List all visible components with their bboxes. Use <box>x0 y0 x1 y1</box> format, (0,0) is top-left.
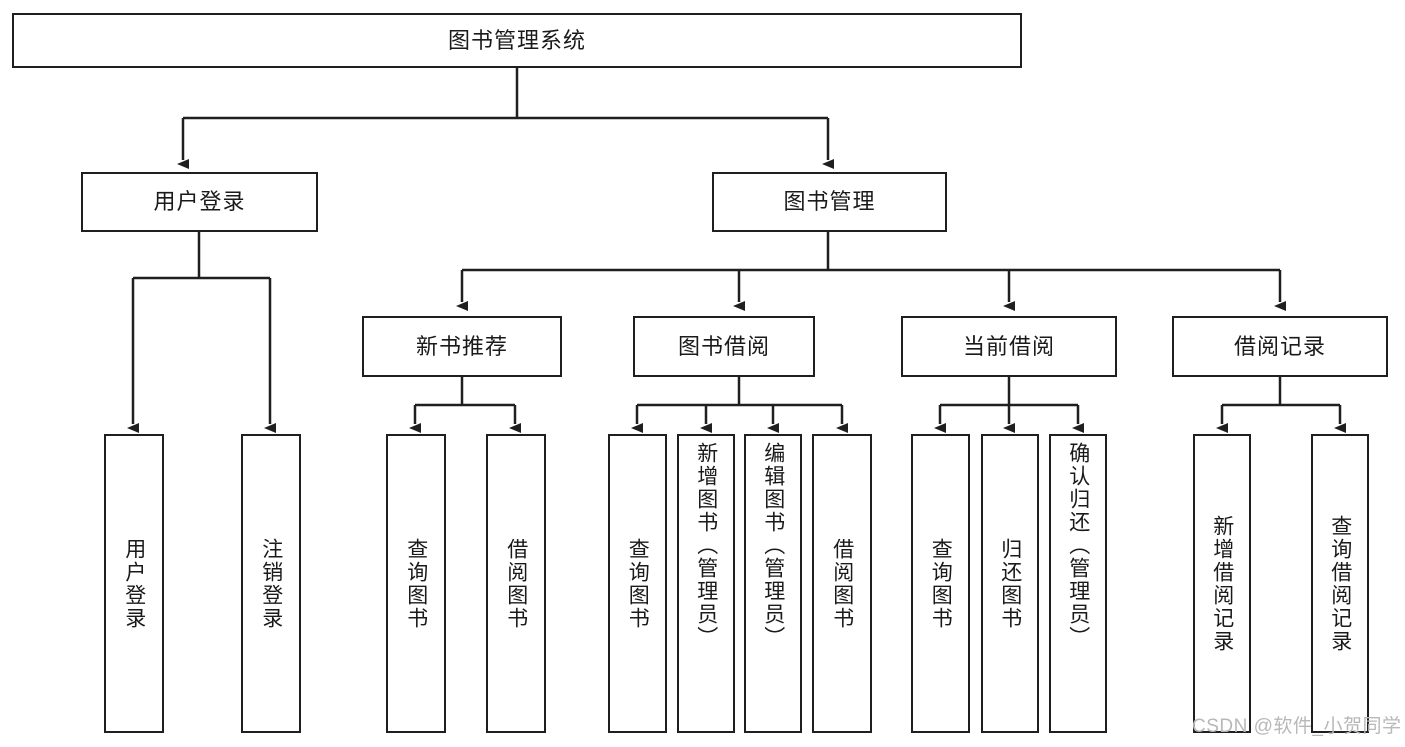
node-leaf-logout-login-label: 注销登录 <box>259 537 283 630</box>
node-leaf-query-book-recommendation[interactable]: 查询图书 <box>386 434 446 733</box>
node-borrow-record[interactable]: 借阅记录 <box>1172 316 1388 377</box>
node-user-login[interactable]: 用户登录 <box>81 172 318 232</box>
node-book-management[interactable]: 图书管理 <box>712 172 947 232</box>
node-leaf-user-login[interactable]: 用户登录 <box>104 434 164 733</box>
node-leaf-borrow-book-label: 借阅图书 <box>830 537 854 630</box>
node-leaf-return-book[interactable]: 归还图书 <box>981 434 1039 733</box>
node-leaf-add-book-admin-label: 新增图书（管理员） <box>694 442 718 649</box>
csdn-watermark: CSDN @软件_小贺同学 <box>1192 716 1402 737</box>
node-leaf-confirm-return-admin-label: 确认归还（管理员） <box>1066 442 1090 649</box>
node-new-book-recommendation[interactable]: 新书推荐 <box>362 316 562 377</box>
node-leaf-return-book-label: 归还图书 <box>998 537 1022 630</box>
node-leaf-borrow-book-recommendation-label: 借阅图书 <box>504 537 528 630</box>
node-leaf-query-book-borrowing[interactable]: 查询图书 <box>608 434 667 733</box>
node-borrow-record-label: 借阅记录 <box>1233 333 1326 359</box>
node-leaf-query-book-current-label: 查询图书 <box>929 537 953 630</box>
node-book-management-label: 图书管理 <box>783 189 876 215</box>
node-current-borrowing[interactable]: 当前借阅 <box>901 316 1117 377</box>
node-leaf-confirm-return-admin[interactable]: 确认归还（管理员） <box>1049 434 1107 733</box>
node-book-borrowing-label: 图书借阅 <box>677 333 770 359</box>
node-leaf-edit-book-admin-label: 编辑图书（管理员） <box>761 442 785 649</box>
node-leaf-query-book-borrowing-label: 查询图书 <box>626 537 650 630</box>
node-leaf-query-borrow-record-label: 查询借阅记录 <box>1328 514 1352 653</box>
node-new-book-recommendation-label: 新书推荐 <box>415 333 508 359</box>
node-leaf-borrow-book[interactable]: 借阅图书 <box>812 434 872 733</box>
node-leaf-add-book-admin[interactable]: 新增图书（管理员） <box>677 434 735 733</box>
node-leaf-query-book-current[interactable]: 查询图书 <box>911 434 970 733</box>
node-user-login-label: 用户登录 <box>153 189 246 215</box>
node-leaf-user-login-label: 用户登录 <box>122 537 146 630</box>
node-root-label: 图书管理系统 <box>447 27 586 53</box>
node-root[interactable]: 图书管理系统 <box>12 13 1022 68</box>
node-book-borrowing[interactable]: 图书借阅 <box>633 316 815 377</box>
node-leaf-add-borrow-record-label: 新增借阅记录 <box>1210 514 1234 653</box>
node-leaf-edit-book-admin[interactable]: 编辑图书（管理员） <box>744 434 802 733</box>
node-leaf-logout-login[interactable]: 注销登录 <box>241 434 301 733</box>
node-leaf-borrow-book-recommendation[interactable]: 借阅图书 <box>486 434 546 733</box>
node-leaf-add-borrow-record[interactable]: 新增借阅记录 <box>1193 434 1251 733</box>
node-current-borrowing-label: 当前借阅 <box>962 333 1055 359</box>
node-leaf-query-borrow-record[interactable]: 查询借阅记录 <box>1311 434 1369 733</box>
node-leaf-query-book-recommendation-label: 查询图书 <box>404 537 428 630</box>
